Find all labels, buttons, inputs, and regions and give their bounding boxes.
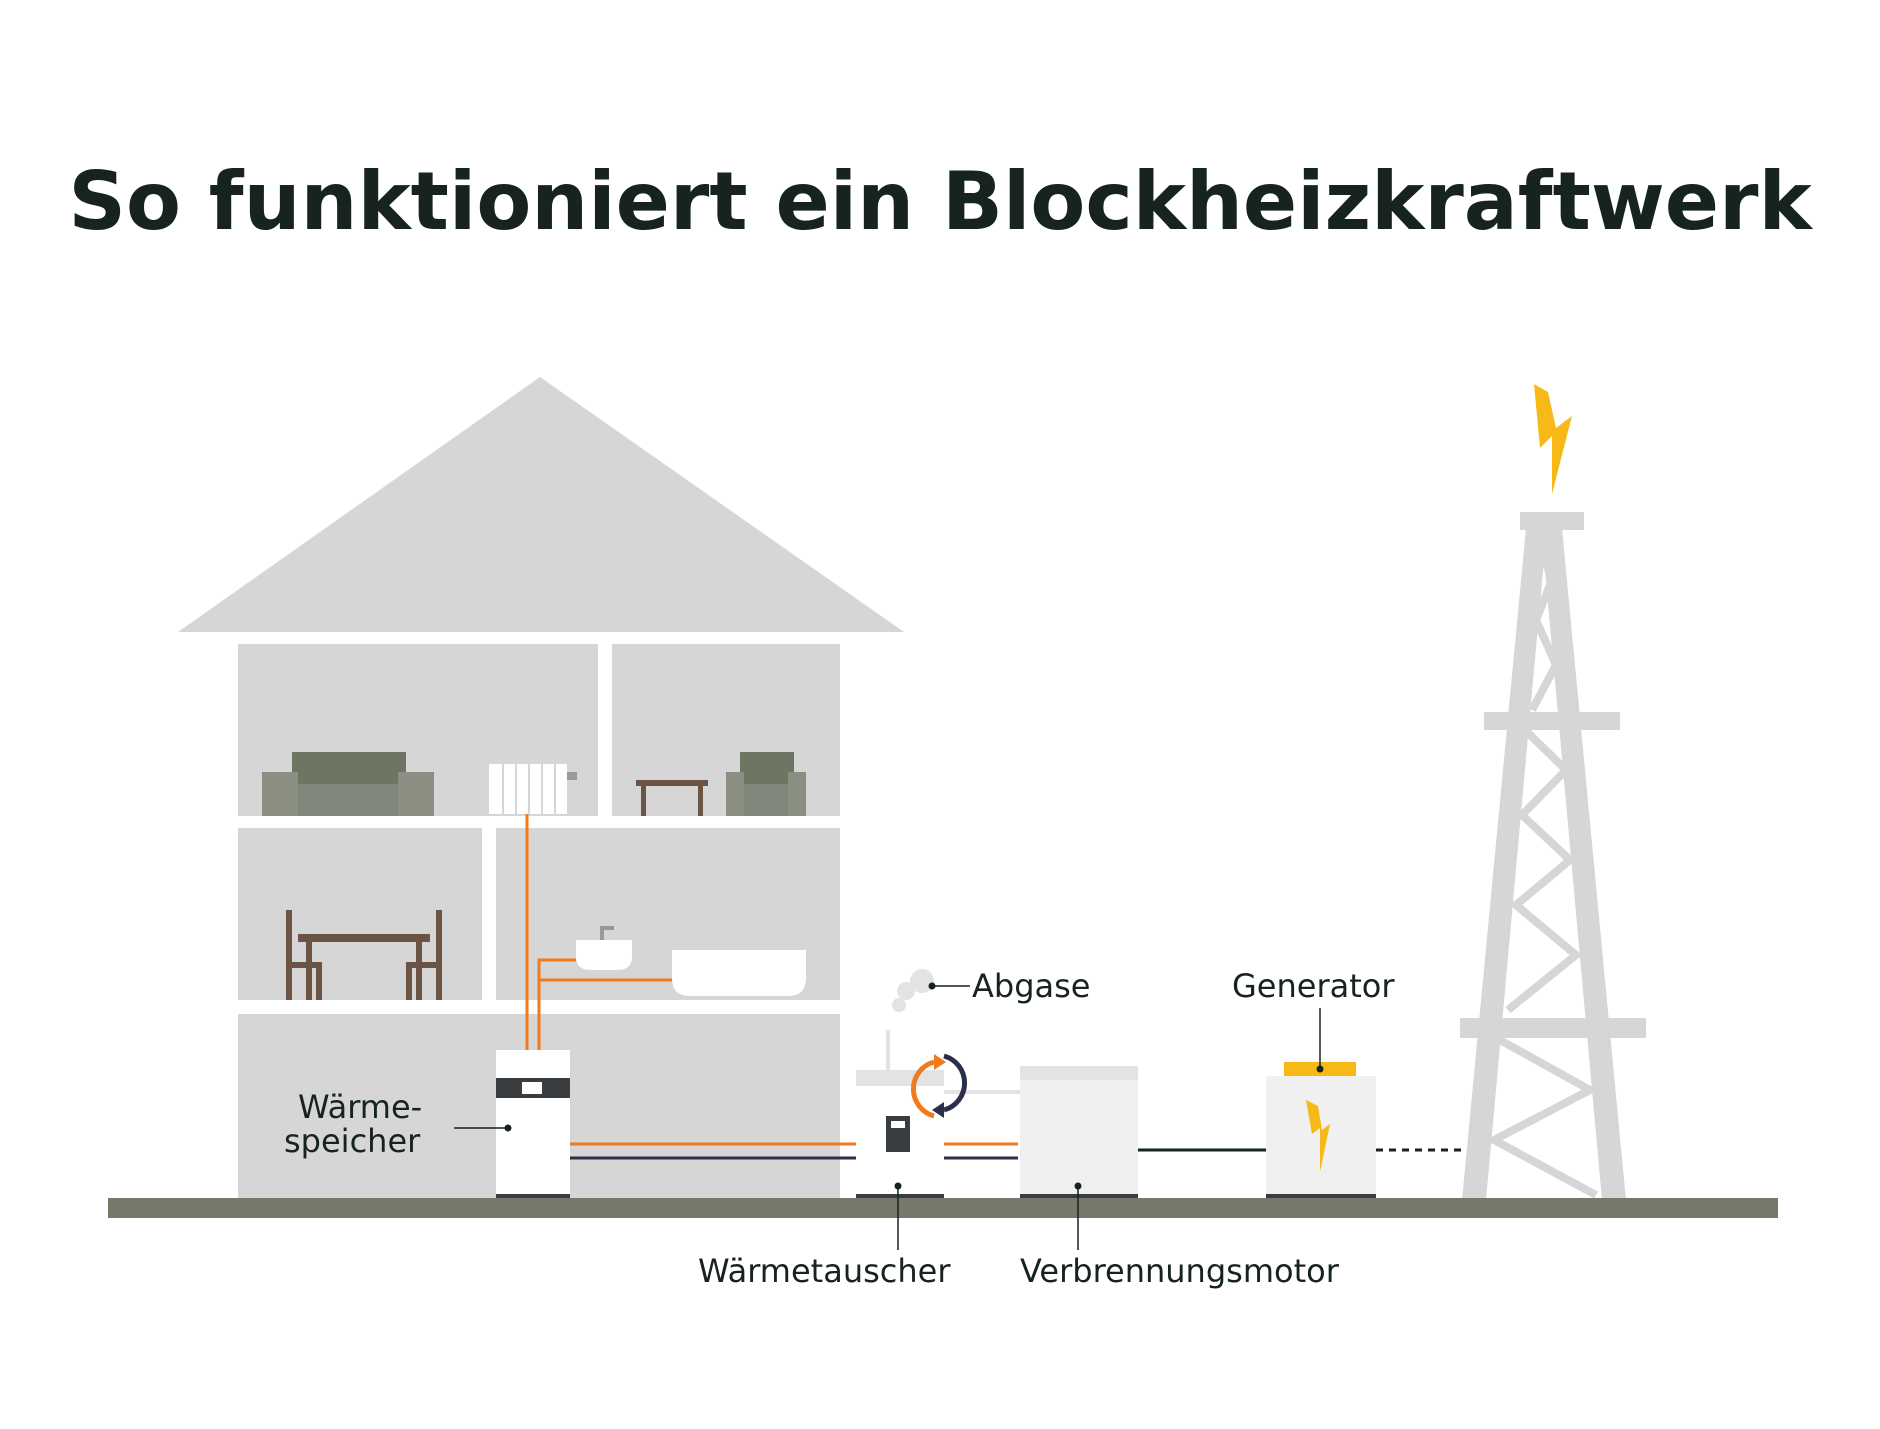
heat-storage-tank (496, 1050, 570, 1199)
combustion-engine (1020, 1066, 1138, 1199)
armchair-icon (726, 752, 806, 816)
sofa-icon (262, 752, 434, 816)
heat-exchanger (856, 1030, 1020, 1199)
lightning-bolt-icon (1306, 1100, 1330, 1172)
label-verbrennungsmotor: Verbrennungsmotor (1020, 1252, 1340, 1290)
label-waermespeicher-line1: Wärme- (298, 1088, 422, 1126)
ground (108, 1198, 1778, 1218)
lightning-bolt-icon (1534, 384, 1572, 494)
radiator-icon (489, 764, 577, 814)
power-pylon (1460, 512, 1646, 1200)
smoke-icon (892, 969, 936, 1012)
sink-icon (576, 926, 632, 970)
label-generator: Generator (1232, 967, 1395, 1005)
cycle-arrows-icon (910, 1053, 968, 1119)
dining-table-icon (286, 910, 442, 1000)
label-waermespeicher-line2: speicher (284, 1122, 421, 1160)
side-table-icon (636, 780, 708, 816)
page-title: So funktioniert ein Blockheizkraftwerk (68, 155, 1812, 248)
label-waermetauscher: Wärmetauscher (698, 1252, 951, 1290)
bathtub-icon (672, 950, 806, 996)
room-dining (238, 828, 482, 1000)
house-roof (178, 377, 904, 632)
leader-lines (454, 985, 1321, 1250)
generator (1266, 1062, 1376, 1199)
hot-water-pipes (525, 814, 1018, 1146)
label-abgase: Abgase (972, 967, 1090, 1005)
